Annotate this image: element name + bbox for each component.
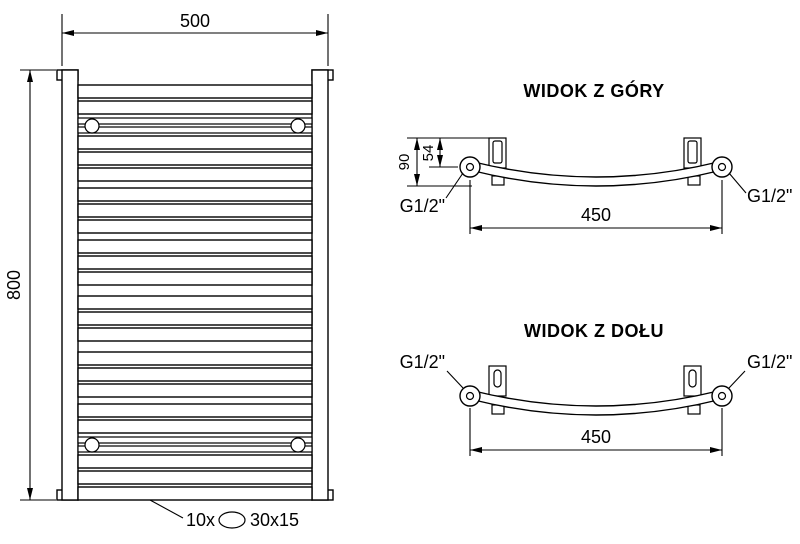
offset-dimension-label: 54 [420, 145, 437, 162]
leader-line [728, 370, 746, 389]
width-dimension: 500 [61, 11, 329, 66]
rung [77, 311, 313, 326]
connection-label: G1/2" [400, 196, 445, 216]
wall-bracket-right [683, 137, 702, 169]
width-dimension-label: 500 [180, 11, 210, 31]
mounting-bracket-circle [290, 437, 306, 453]
leader-line [445, 172, 464, 199]
connection-label: G1/2" [400, 352, 445, 372]
bottom-view-drawing [459, 365, 733, 416]
connection-bore [717, 391, 727, 401]
bracket-slot [492, 140, 503, 164]
rung-thin [77, 126, 313, 134]
note-count-label: 10x [186, 510, 215, 530]
rung [77, 419, 313, 434]
bottom-view: WIDOK Z DOŁU G1/2" G1/2" [400, 321, 792, 456]
height-dimension: 800 [4, 69, 56, 501]
span-dimension-top: 450 [469, 180, 723, 234]
connection-label-right-top: G1/2" [728, 172, 792, 206]
rung [77, 327, 313, 342]
top-view: WIDOK Z GÓRY [396, 80, 792, 234]
left-rail [61, 69, 79, 501]
connection-label-left-top: G1/2" [400, 172, 464, 216]
top-view-title: WIDOK Z GÓRY [523, 80, 664, 101]
rung [77, 84, 313, 99]
rung [77, 470, 313, 485]
rung-thin [77, 117, 313, 125]
connection-bore [465, 391, 475, 401]
rung [77, 367, 313, 382]
collector-right [711, 385, 733, 407]
rung [77, 295, 313, 310]
top-view-drawing [459, 137, 733, 187]
rung-thin [77, 445, 313, 453]
rung [77, 167, 313, 182]
leader-line [149, 499, 184, 519]
bracket-slot [493, 369, 502, 388]
front-view: 500 800 [4, 11, 334, 530]
depth-dimension-label: 90 [396, 154, 413, 171]
wall-bracket-left [488, 365, 507, 397]
rung [77, 454, 313, 469]
rung [77, 383, 313, 398]
collector-left [459, 385, 481, 407]
span-dimension-label: 450 [581, 205, 611, 225]
rung [77, 203, 313, 218]
curved-tube [473, 390, 719, 416]
span-dimension-bottom: 450 [469, 408, 723, 456]
depth-dimension: 90 [396, 137, 489, 187]
wall-bracket-right [683, 365, 702, 397]
leader-line [728, 172, 747, 194]
tube-profile-note: 10x 30x15 [149, 499, 299, 530]
rung [77, 219, 313, 234]
connection-label: G1/2" [747, 186, 792, 206]
offset-dimension: 54 [420, 138, 458, 168]
rung [77, 271, 313, 286]
connection-bore [465, 162, 475, 172]
connection-label: G1/2" [747, 352, 792, 372]
connection-bore [717, 162, 727, 172]
bottom-view-title: WIDOK Z DOŁU [524, 321, 664, 341]
rung-thin [77, 436, 313, 444]
connection-label-right-bottom: G1/2" [728, 352, 792, 389]
curved-tube [473, 161, 719, 187]
radiator-body [56, 69, 334, 501]
collector-right [711, 156, 733, 178]
leader-line [446, 370, 464, 389]
rung [77, 486, 313, 501]
rung [77, 351, 313, 366]
span-dimension-label: 450 [581, 427, 611, 447]
bracket-slot [687, 140, 698, 164]
rung [77, 239, 313, 254]
mounting-bracket-circle [84, 118, 100, 134]
note-size-label: 30x15 [250, 510, 299, 530]
tube-profile-ellipse [218, 511, 246, 529]
connection-label-left-bottom: G1/2" [400, 352, 464, 389]
mounting-bracket-circle [290, 118, 306, 134]
rung [77, 255, 313, 270]
right-rail [311, 69, 329, 501]
height-dimension-label: 800 [4, 270, 24, 300]
rung [77, 135, 313, 150]
wall-bracket-left [488, 137, 507, 169]
rung [77, 403, 313, 418]
collector-left [459, 156, 481, 178]
rung [77, 151, 313, 166]
rung [77, 100, 313, 115]
bracket-slot [688, 369, 697, 388]
rung [77, 187, 313, 202]
mounting-bracket-circle [84, 437, 100, 453]
